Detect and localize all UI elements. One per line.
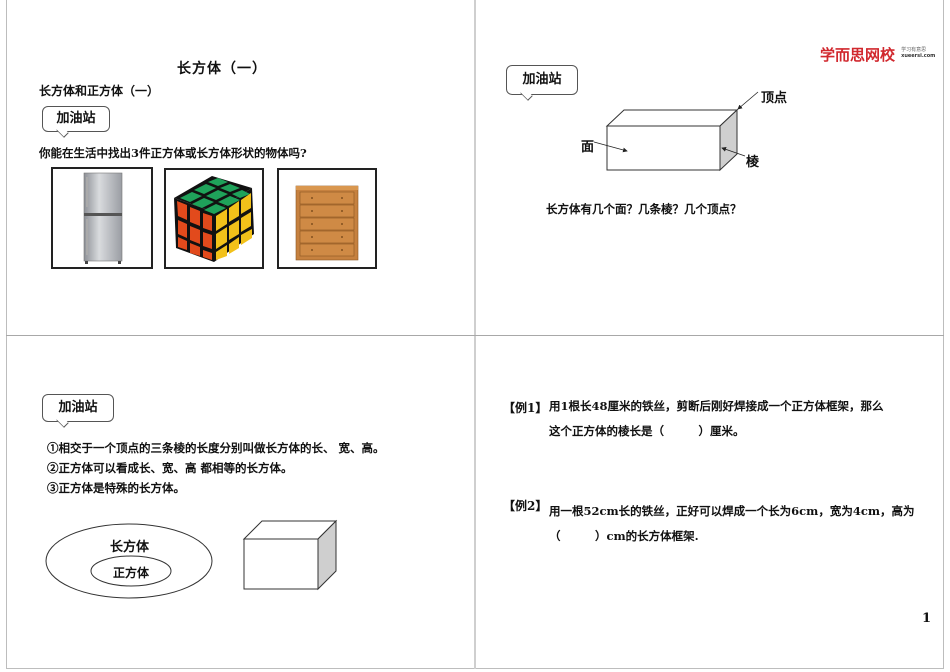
- question-text: 长方体有几个面？几条棱？几个顶点？: [546, 202, 742, 216]
- cuboid-figure: [242, 519, 338, 591]
- vertex-label: 顶点: [761, 91, 788, 106]
- brand-logo: 学而思网校 学习有意思 xueersi.com: [820, 44, 935, 65]
- tip-bubble: 加油站: [42, 394, 114, 422]
- example-2-line-1: 用一根52cm长的铁丝，正好可以焊成一个长为6cm，宽为4cm，高为: [549, 504, 915, 518]
- refrigerator-icon: [83, 172, 123, 264]
- point-2: ②正方体可以看成长、宽、高 都相等的长方体。: [47, 461, 293, 475]
- rubiks-cube-image: [164, 168, 264, 269]
- point-3: ③正方体是特殊的长方体。: [47, 481, 185, 495]
- drawers-icon: [295, 185, 359, 261]
- example-2-tag: 【例2】: [503, 499, 548, 513]
- vertical-divider: [474, 0, 476, 669]
- page-number: 1: [922, 611, 932, 626]
- logo-title: 学而思网校: [820, 46, 896, 64]
- example-1-tag: 【例1】: [503, 401, 548, 415]
- logo-tagline: 学习有意思: [901, 47, 927, 53]
- question-text: 你能在生活中找出3件正方体或长方体形状的物体吗?: [39, 146, 307, 160]
- point-1: ①相交于一个顶点的三条棱的长度分别叫做长方体的长、 宽、高。: [47, 441, 385, 455]
- edge-label: 棱: [746, 155, 760, 170]
- example-1-line-1: 用1根长48厘米的铁丝，剪断后刚好焊接成一个正方体框架，那么: [549, 399, 884, 413]
- slide-subtitle: 长方体和正方体（一）: [39, 84, 160, 98]
- tip-bubble: 加油站: [506, 65, 578, 95]
- venn-inner-label: 正方体: [113, 566, 150, 580]
- tip-bubble: 加油站: [42, 106, 110, 132]
- example-1-line-2: 这个正方体的棱长是（ ）厘米。: [549, 424, 745, 438]
- example-2-line-2: （ ）cm的长方体框架.: [549, 529, 699, 543]
- logo-url: xueersi.com: [901, 53, 936, 59]
- slide-title: 长方体（一）: [177, 61, 267, 77]
- face-label: 面: [581, 140, 595, 155]
- cuboid-diagram: [593, 91, 759, 172]
- horizontal-divider: [6, 335, 944, 336]
- venn-diagram: [45, 523, 213, 599]
- chest-of-drawers-image: [277, 168, 377, 269]
- venn-outer-label: 长方体: [110, 540, 150, 555]
- refrigerator-image: [51, 167, 153, 269]
- rubiks-cube-icon: [174, 176, 254, 262]
